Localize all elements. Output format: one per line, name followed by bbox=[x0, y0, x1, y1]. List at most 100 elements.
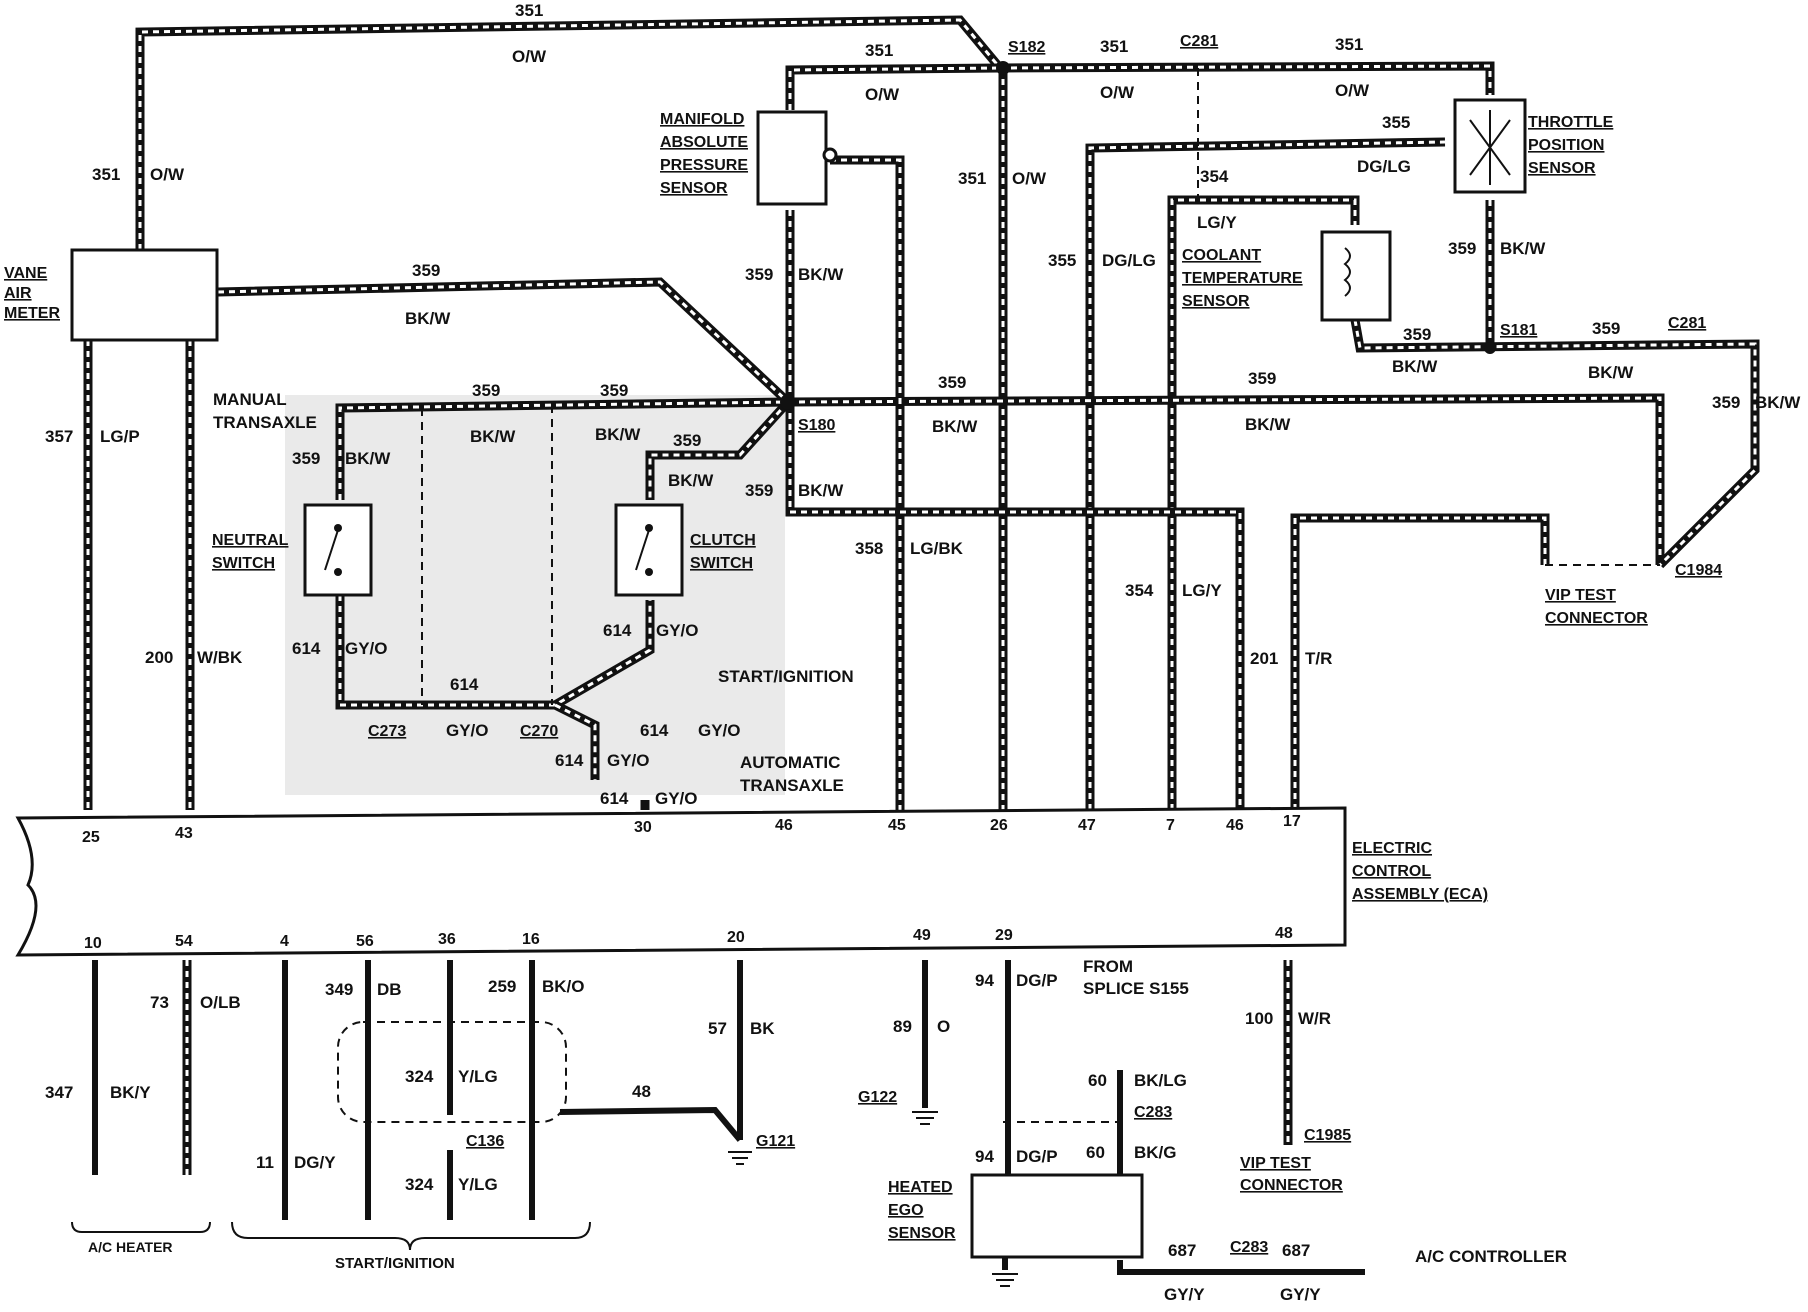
wire-359-map-number: 359 bbox=[745, 265, 773, 284]
eca-pin-36: 36 bbox=[438, 931, 456, 948]
from-splice-label-1: FROM bbox=[1083, 957, 1133, 976]
wire-11-color: DG/Y bbox=[294, 1153, 336, 1172]
vane-air-meter-label-1: VANE bbox=[4, 265, 48, 282]
wire-614-neutral-number: 614 bbox=[292, 639, 321, 658]
wire-614-auto2-number: 614 bbox=[555, 751, 584, 770]
vip-bottom-label-1: VIP TEST bbox=[1240, 1155, 1311, 1172]
wire-359-main bbox=[787, 393, 1665, 565]
eca-pin-20: 20 bbox=[727, 929, 745, 946]
splice-s182-dot bbox=[996, 61, 1010, 75]
eca-pin-46b: 46 bbox=[1226, 817, 1244, 834]
wire-359-clutch-number: 359 bbox=[673, 431, 701, 450]
start-ignition-lower-label: START/IGNITION bbox=[335, 1255, 455, 1272]
neutral-switch-label-1: NEUTRAL bbox=[212, 532, 289, 549]
clutch-switch-label-1: CLUTCH bbox=[690, 532, 756, 549]
wire-94b-color: DG/P bbox=[1016, 1147, 1058, 1166]
automatic-transaxle-label-1: AUTOMATIC bbox=[740, 753, 840, 772]
coolant-thermistor-icon bbox=[1343, 247, 1351, 297]
clutch-switch-contact-icon bbox=[635, 529, 650, 571]
splice-s180-label: S180 bbox=[798, 417, 835, 434]
wire-355 bbox=[1085, 137, 1446, 810]
wire-359-s181 bbox=[1350, 319, 1760, 569]
eca-pin-45: 45 bbox=[888, 817, 906, 834]
wire-359-manual-color: BK/W bbox=[470, 427, 516, 446]
wire-349-color: DB bbox=[377, 980, 402, 999]
wire-347-number: 347 bbox=[45, 1083, 73, 1102]
wire-48 bbox=[559, 1106, 743, 1142]
wire-354-top-number: 354 bbox=[1200, 167, 1229, 186]
wire-357-color: LG/P bbox=[100, 427, 140, 446]
wire-358-color: LG/BK bbox=[910, 539, 964, 558]
wire-259-color: BK/O bbox=[542, 977, 585, 996]
wire-358 bbox=[830, 155, 905, 810]
ground-g121 bbox=[728, 1151, 752, 1165]
eca-label-2: CONTROL bbox=[1352, 863, 1431, 880]
heated-ego-sensor-box bbox=[970, 1173, 1144, 1259]
tps-label-1: THROTTLE bbox=[1528, 114, 1614, 131]
wire-351-vane-color: O/W bbox=[150, 165, 185, 184]
eca-pin-47: 47 bbox=[1078, 817, 1096, 834]
tps-label-2: POSITION bbox=[1528, 137, 1604, 154]
c283-b-label: C283 bbox=[1230, 1239, 1268, 1256]
wire-57-number: 57 bbox=[708, 1019, 727, 1038]
wire-351-s182-color: O/W bbox=[1012, 169, 1047, 188]
wire-359-map-color: BK/W bbox=[798, 265, 844, 284]
wire-687-color: GY/Y bbox=[1164, 1285, 1205, 1304]
wire-100-color: W/R bbox=[1298, 1009, 1331, 1028]
vane-air-meter-label-2: AIR bbox=[4, 285, 32, 302]
wire-351-vane-number: 351 bbox=[92, 165, 120, 184]
wire-359-vane-color: BK/W bbox=[405, 309, 451, 328]
map-sensor-label-4: SENSOR bbox=[660, 180, 728, 197]
eca-label-1: ELECTRIC bbox=[1352, 840, 1432, 857]
wire-359-clutch-color: BK/W bbox=[668, 471, 714, 490]
eca-pin-7: 7 bbox=[1166, 817, 1175, 834]
neutral-switch-pivot bbox=[334, 524, 342, 532]
neutral-switch-box bbox=[303, 503, 373, 597]
wire-359-manual2-color: BK/W bbox=[595, 425, 641, 444]
wire-94-color: DG/P bbox=[1016, 971, 1058, 990]
clutch-switch-pivot bbox=[645, 524, 653, 532]
ground-g122 bbox=[912, 1111, 938, 1125]
wire-355-color: DG/LG bbox=[1102, 251, 1156, 270]
wire-201-color: T/R bbox=[1305, 649, 1332, 668]
eca-top-pins: 25 43 30 46 45 26 47 7 46 17 bbox=[82, 813, 1301, 846]
wire-351-mid-color: O/W bbox=[1100, 83, 1135, 102]
c1984-label: C1984 bbox=[1675, 562, 1722, 579]
wire-11-number: 11 bbox=[256, 1153, 274, 1172]
wire-359-far-color: BK/W bbox=[1755, 393, 1801, 412]
eca-pin-46a: 46 bbox=[775, 817, 793, 834]
wire-359-s181-color: BK/W bbox=[1392, 357, 1438, 376]
wire-687b-number: 687 bbox=[1282, 1241, 1310, 1260]
wire-355-top-number: 355 bbox=[1382, 113, 1410, 132]
wire-351-map-color: O/W bbox=[865, 85, 900, 104]
neutral-switch-contact-icon bbox=[324, 529, 339, 571]
wire-359-manual bbox=[335, 397, 789, 500]
map-sensor-box bbox=[756, 110, 828, 206]
wire-259-number: 259 bbox=[488, 977, 516, 996]
wire-60-number: 60 bbox=[1088, 1071, 1107, 1090]
c281-top-label: C281 bbox=[1180, 33, 1218, 50]
wire-351-top bbox=[135, 15, 1004, 250]
g121-label: G121 bbox=[756, 1133, 795, 1150]
wire-60-color: BK/LG bbox=[1134, 1071, 1187, 1090]
wire-614-auto2-color: GY/O bbox=[607, 751, 650, 770]
wire-100-number: 100 bbox=[1245, 1009, 1273, 1028]
wire-359-main-color: BK/W bbox=[932, 417, 978, 436]
wire-73-color: O/LB bbox=[200, 993, 241, 1012]
vane-air-meter-label-3: METER bbox=[4, 305, 60, 322]
start-ignition-bundle bbox=[337, 1021, 567, 1123]
wire-351-right-color: O/W bbox=[1335, 81, 1370, 100]
automatic-transaxle-label-2: TRANSAXLE bbox=[740, 776, 844, 795]
wire-359-vane bbox=[217, 277, 792, 406]
wire-347-color: BK/Y bbox=[110, 1083, 151, 1102]
tps-label-3: SENSOR bbox=[1528, 160, 1596, 177]
wire-94b-number: 94 bbox=[975, 1147, 994, 1166]
ac-heater-brace bbox=[71, 1221, 211, 1233]
wire-200-number: 200 bbox=[145, 648, 173, 667]
eca-pin-17: 17 bbox=[1283, 813, 1301, 830]
wire-614-auto1-color: GY/O bbox=[698, 721, 741, 740]
wire-48-number: 48 bbox=[632, 1082, 651, 1101]
wire-200-color: W/BK bbox=[197, 648, 243, 667]
wire-355-top-color: DG/LG bbox=[1357, 157, 1411, 176]
